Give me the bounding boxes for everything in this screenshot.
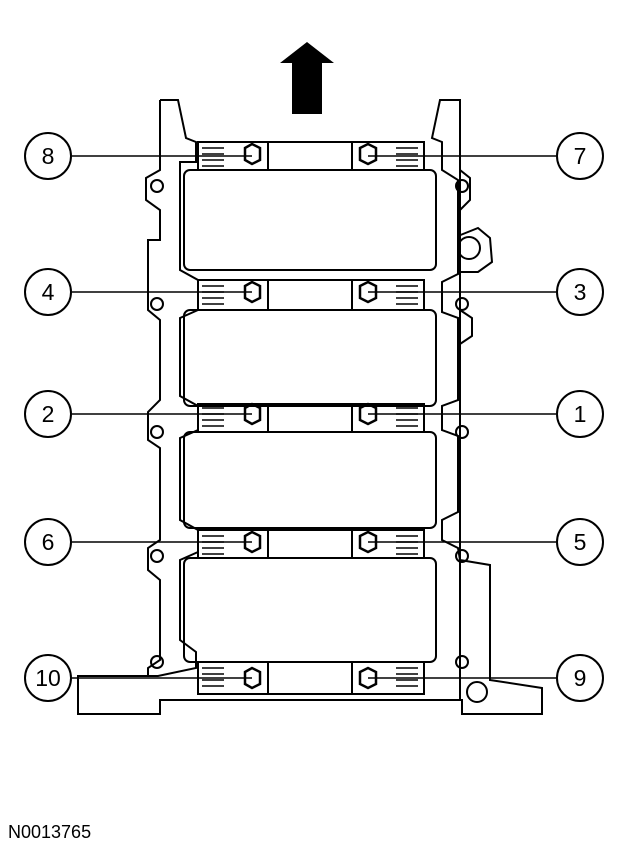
callout-8: 8 <box>24 132 72 180</box>
callout-9-label: 9 <box>574 665 587 691</box>
callout-1: 1 <box>556 390 604 438</box>
cap-window-2 <box>183 309 437 407</box>
leader-lines <box>72 155 556 679</box>
callout-2-label: 2 <box>42 401 55 427</box>
callout-9: 9 <box>556 654 604 702</box>
block-outline <box>77 99 543 715</box>
bearing-caps <box>197 141 425 695</box>
callout-6: 6 <box>24 518 72 566</box>
callout-1-label: 1 <box>574 401 587 427</box>
callout-5: 5 <box>556 518 604 566</box>
figure-id: N0013765 <box>8 822 92 842</box>
cap-window-4 <box>183 557 437 663</box>
callout-6-label: 6 <box>42 529 55 555</box>
block-left-rail <box>145 100 161 676</box>
thread-hatches <box>202 147 418 687</box>
cap-window-1 <box>183 169 437 271</box>
bolt-heads <box>243 142 378 690</box>
callout-5-label: 5 <box>574 529 587 555</box>
block-right-rail <box>459 100 473 345</box>
callout-4: 4 <box>24 268 72 316</box>
cap-window-3 <box>183 431 437 529</box>
callout-10: 10 <box>24 654 72 702</box>
callout-3: 3 <box>556 268 604 316</box>
callout-7-label: 7 <box>574 143 587 169</box>
dowel-holes <box>150 179 488 703</box>
arrow-up-icon <box>280 42 334 114</box>
callout-10-label: 10 <box>35 665 61 691</box>
callout-4-label: 4 <box>42 279 55 305</box>
callout-8-label: 8 <box>42 143 55 169</box>
callout-2: 2 <box>24 390 72 438</box>
callout-3-label: 3 <box>574 279 587 305</box>
callout-7: 7 <box>556 132 604 180</box>
